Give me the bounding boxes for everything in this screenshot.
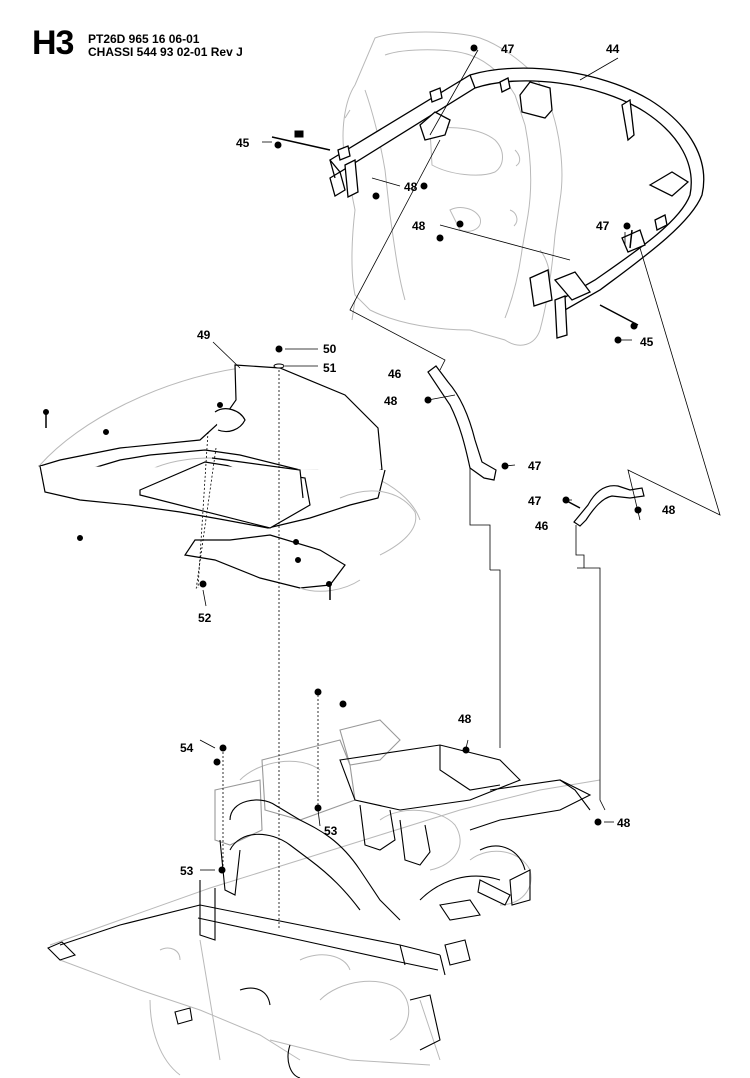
callout-44: 44 xyxy=(606,42,620,56)
callout-48-bracket: 48 xyxy=(384,394,398,408)
callout-50: 50 xyxy=(323,342,337,356)
seat-bracket-left xyxy=(427,365,497,481)
callout-45-right: 45 xyxy=(640,335,654,349)
seat-frame-bar xyxy=(329,67,705,339)
callout-47-seat-right: 47 xyxy=(596,219,610,233)
callout-46-left: 46 xyxy=(388,367,402,381)
fender-outline xyxy=(299,490,417,592)
callout-45-left: 45 xyxy=(236,136,250,150)
seat-outline xyxy=(342,31,563,346)
leader-lines xyxy=(199,49,721,871)
callout-46-right: 46 xyxy=(535,519,549,533)
dotted-guide-lines xyxy=(195,370,319,930)
callout-48-right-bracket: 48 xyxy=(662,503,676,517)
chassis-line: CHASSI 544 93 02-01 Rev J xyxy=(88,45,243,59)
callout-54: 54 xyxy=(180,741,194,755)
callout-53-left: 53 xyxy=(180,864,194,878)
callout-53-mid: 53 xyxy=(324,824,338,838)
callout-labels: 47 44 45 48 48 47 45 46 48 47 47 46 48 4… xyxy=(180,42,676,878)
callout-51: 51 xyxy=(323,361,337,375)
hardware xyxy=(43,44,642,874)
callout-48-seat-mid: 48 xyxy=(412,219,426,233)
chassis-frame-faint xyxy=(49,760,601,1076)
callout-48-frame: 48 xyxy=(458,712,472,726)
model-line: PT26D 965 16 06-01 xyxy=(88,32,200,46)
callout-47-bracket: 47 xyxy=(528,459,542,473)
seat-plate xyxy=(37,364,386,589)
callout-49: 49 xyxy=(197,328,211,342)
callout-48-frame-right: 48 xyxy=(617,816,631,830)
chassis-frame xyxy=(47,719,592,1078)
callout-44-top-47: 47 xyxy=(501,42,515,56)
section-code: H3 xyxy=(32,24,74,62)
callout-52: 52 xyxy=(198,611,212,625)
callout-48-seat-top: 48 xyxy=(404,180,418,194)
seat-bracket-right xyxy=(573,485,645,527)
callout-47-right-bracket: 47 xyxy=(528,494,542,508)
